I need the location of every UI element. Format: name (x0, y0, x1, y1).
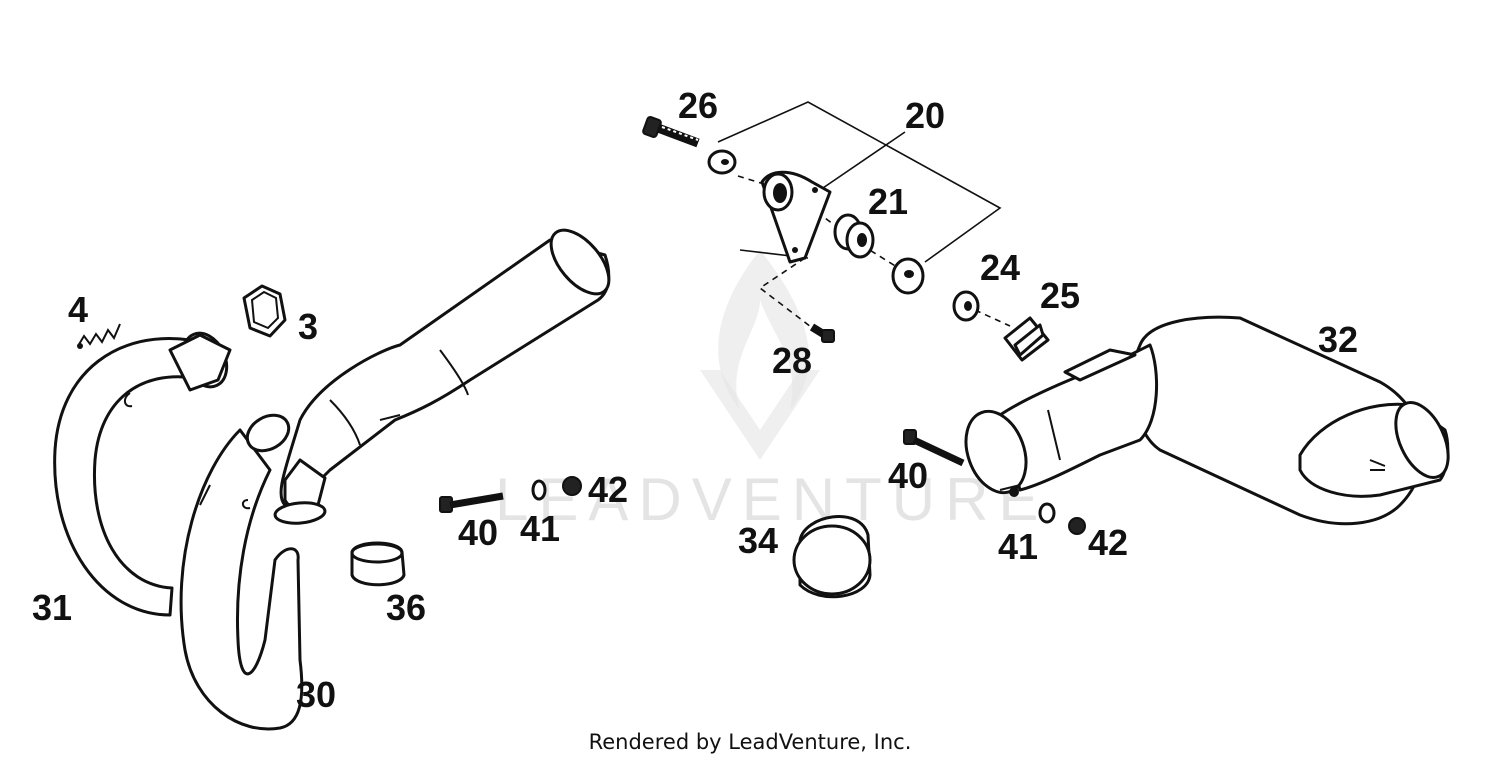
callout-32: 32 (1318, 319, 1358, 360)
callout-3: 3 (298, 306, 318, 347)
part-21-washer (891, 257, 925, 295)
watermark: LEADVENTURE (495, 250, 1048, 533)
callout-30: 30 (296, 674, 336, 715)
part-30-header-pipe (179, 413, 304, 731)
callout-42-right: 42 (1088, 522, 1128, 563)
watermark-v-icon (700, 370, 820, 460)
part-26-washer (707, 149, 737, 175)
callout-28: 28 (772, 340, 812, 381)
callout-24: 24 (980, 247, 1020, 288)
part-31-header-pipe (53, 331, 232, 617)
left-fasteners (439, 476, 582, 513)
part-24-washer (952, 290, 980, 322)
callout-36: 36 (386, 587, 426, 628)
callout-41-left: 41 (520, 508, 560, 549)
callout-42-left: 42 (588, 469, 628, 510)
part-42-nut-left (562, 476, 582, 496)
watermark-flame-icon (718, 250, 809, 410)
callout-25: 25 (1040, 275, 1080, 316)
callout-26: 26 (678, 85, 718, 126)
callout-20: 20 (905, 95, 945, 136)
part-25-clip-nut (1003, 316, 1050, 362)
part-26-bolt (642, 115, 700, 148)
callout-4: 4 (68, 289, 88, 330)
callout-21: 21 (868, 181, 908, 222)
part-41-washer-right (1038, 502, 1056, 524)
part-3-gasket (242, 284, 287, 338)
part-40-bolt-left (439, 492, 504, 513)
part-21-grommet (833, 213, 875, 259)
callout-labels: 26 20 21 24 25 28 32 4 3 40 41 42 34 36 … (32, 85, 1358, 715)
callout-41-right: 41 (998, 526, 1038, 567)
part-20-bracket (760, 170, 832, 264)
part-42-nut-right (1068, 517, 1086, 535)
callout-34: 34 (738, 520, 778, 561)
part-40-bolt-right (903, 429, 965, 467)
part-41-washer-left (531, 479, 547, 501)
footer-credit: Rendered by LeadVenture, Inc. (588, 730, 912, 754)
callout-31: 31 (32, 587, 72, 628)
right-fasteners (903, 429, 1086, 535)
part-32-silencer (964, 315, 1450, 526)
part-36-sleeve (350, 541, 406, 587)
watermark-text: LEADVENTURE (495, 466, 1048, 533)
expansion-chamber-pipe (273, 228, 611, 525)
callout-40-left: 40 (458, 512, 498, 553)
part-34-sleeve (792, 515, 872, 599)
part-4-spring (77, 323, 121, 349)
callout-40-right: 40 (888, 455, 928, 496)
part-28-bolt (809, 323, 835, 343)
